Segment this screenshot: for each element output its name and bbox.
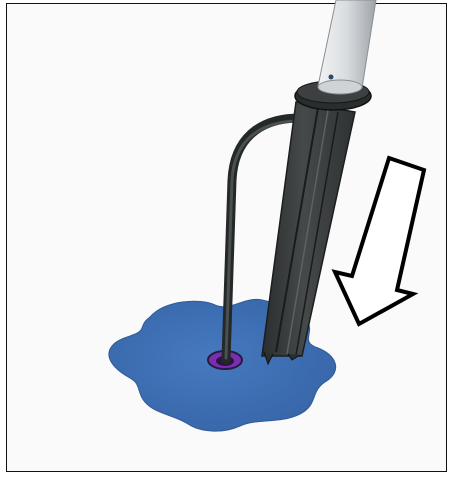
rod-end	[318, 80, 362, 94]
rod-pin-hole	[329, 75, 334, 80]
rod	[318, 0, 376, 88]
down-arrow	[335, 158, 424, 324]
